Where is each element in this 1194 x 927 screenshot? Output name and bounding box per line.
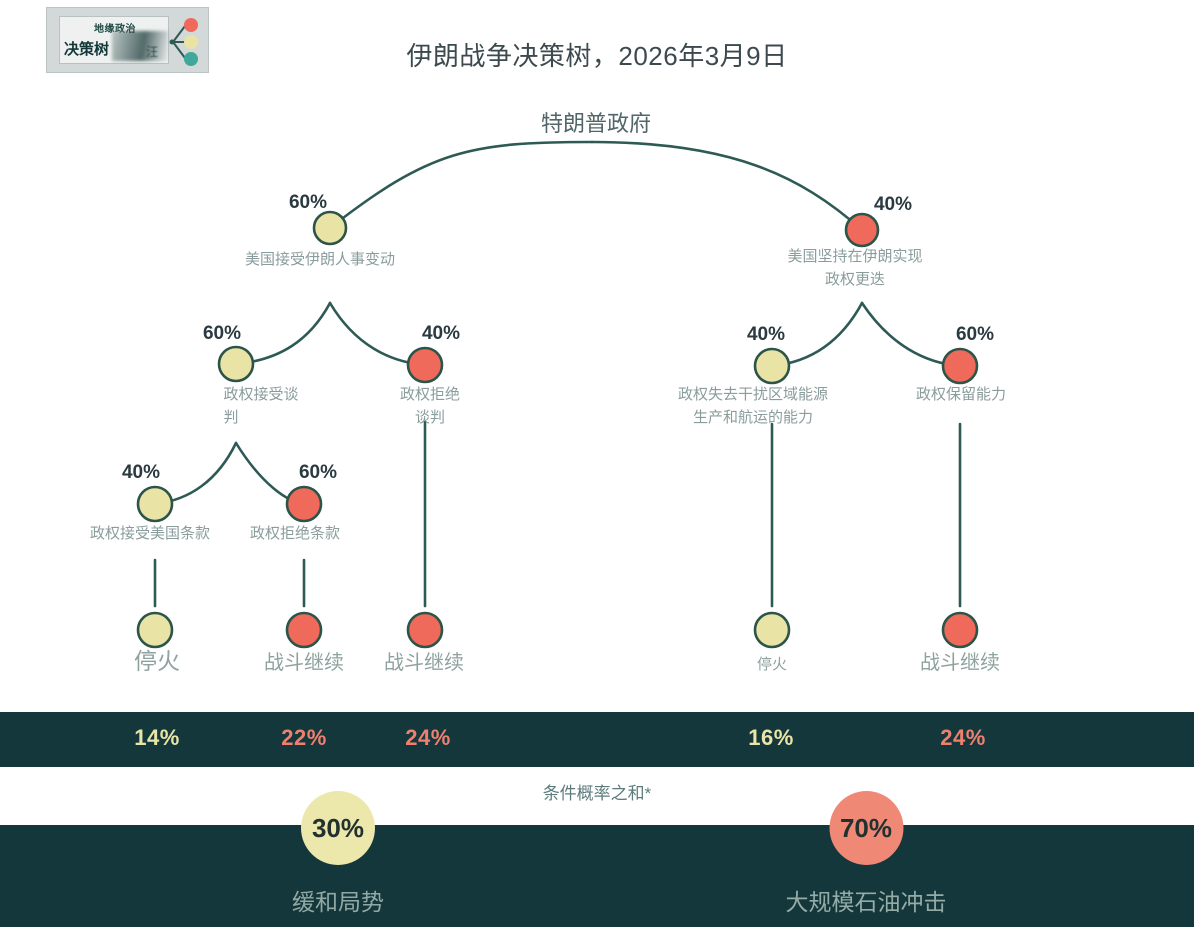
leaf-label-l5: 战斗继续 bbox=[920, 652, 1000, 674]
logo-badge: 地缘政治 决策树 汪 bbox=[46, 7, 209, 73]
conditional-pct-5: 24% bbox=[940, 725, 986, 750]
outcome-label-right: 大规模石油冲击 bbox=[785, 889, 947, 915]
conditional-pct-4: 16% bbox=[748, 725, 794, 750]
node-n6[interactable] bbox=[941, 347, 979, 385]
logo-line-1: 地缘政治 bbox=[94, 24, 136, 35]
node-n4[interactable] bbox=[406, 346, 444, 384]
node-n5[interactable] bbox=[753, 347, 791, 385]
outcome-label-left: 缓和局势 bbox=[292, 889, 384, 915]
node-label-n8: 政权拒绝条款 bbox=[249, 525, 341, 542]
logo-smudge-text: 汪 bbox=[146, 45, 159, 59]
leaf-label-l4: 停火 bbox=[756, 656, 788, 673]
conditional-pct-1: 14% bbox=[134, 725, 180, 750]
leaf-label-l1: 停火 bbox=[134, 648, 180, 674]
node-n1[interactable] bbox=[312, 210, 348, 246]
leaf-l3[interactable] bbox=[406, 611, 444, 649]
node-pct-n7: 40% bbox=[121, 462, 161, 483]
node-pct-n5: 40% bbox=[746, 324, 786, 345]
logo-inner-panel: 地缘政治 决策树 汪 bbox=[59, 16, 169, 64]
outcome-band bbox=[0, 825, 1194, 927]
leaf-label-l2: 战斗继续 bbox=[264, 652, 344, 674]
tree-nodes bbox=[136, 210, 979, 649]
conditional-probability-band bbox=[0, 712, 1194, 767]
leaf-l4[interactable] bbox=[753, 611, 791, 649]
decision-tree-logo-icon bbox=[169, 18, 198, 66]
leaf-label-l3: 战斗继续 bbox=[384, 652, 464, 674]
node-pct-n4: 40% bbox=[421, 323, 461, 344]
node-pct-n3: 60% bbox=[202, 323, 242, 344]
page-title: 伊朗战争决策树，2026年3月9日 bbox=[406, 41, 788, 71]
node-label-n6: 政权保留能力 bbox=[915, 386, 1007, 403]
conditional-pct-3: 24% bbox=[405, 725, 451, 750]
leaf-l1[interactable] bbox=[136, 611, 174, 649]
leaf-l5[interactable] bbox=[941, 611, 979, 649]
outcome-circle-left: 30% bbox=[301, 791, 375, 865]
outcome-de-escalation[interactable]: 30% 缓和局势 bbox=[292, 791, 384, 917]
logo-smudge bbox=[112, 31, 168, 61]
conditional-sum-caption: 条件概率之和* bbox=[542, 784, 652, 803]
node-pct-n1: 60% bbox=[288, 192, 328, 213]
link-root-left bbox=[328, 140, 594, 230]
leaf-l2[interactable] bbox=[285, 611, 323, 649]
conditional-pct-2: 22% bbox=[281, 725, 327, 750]
outcome-circle-right: 70% bbox=[829, 791, 903, 865]
logo-line-2: 决策树 bbox=[64, 41, 110, 58]
node-pct-n8: 60% bbox=[298, 462, 338, 483]
node-n8[interactable] bbox=[285, 485, 323, 523]
node-label-n4: 政权拒绝 谈判 bbox=[399, 386, 461, 426]
root-label: 特朗普政府 bbox=[540, 111, 652, 136]
node-n3[interactable] bbox=[217, 345, 255, 383]
node-n2[interactable] bbox=[844, 212, 880, 248]
node-label-n3: 政权接受谈 判 bbox=[223, 386, 299, 426]
node-label-n2: 美国坚持在伊朗实现 政权更迭 bbox=[787, 248, 923, 288]
node-label-n1: 美国接受伊朗人事变动 bbox=[244, 251, 396, 268]
node-label-n5: 政权失去干扰区域能源 生产和航运的能力 bbox=[677, 386, 829, 426]
node-pct-n6: 60% bbox=[955, 324, 995, 345]
node-label-n7: 政权接受美国条款 bbox=[89, 525, 211, 542]
node-n7[interactable] bbox=[136, 485, 174, 523]
outcome-oil-shock[interactable]: 70% 大规模石油冲击 bbox=[786, 791, 947, 917]
node-pct-n2: 40% bbox=[873, 194, 913, 215]
link-root-right bbox=[590, 140, 864, 232]
